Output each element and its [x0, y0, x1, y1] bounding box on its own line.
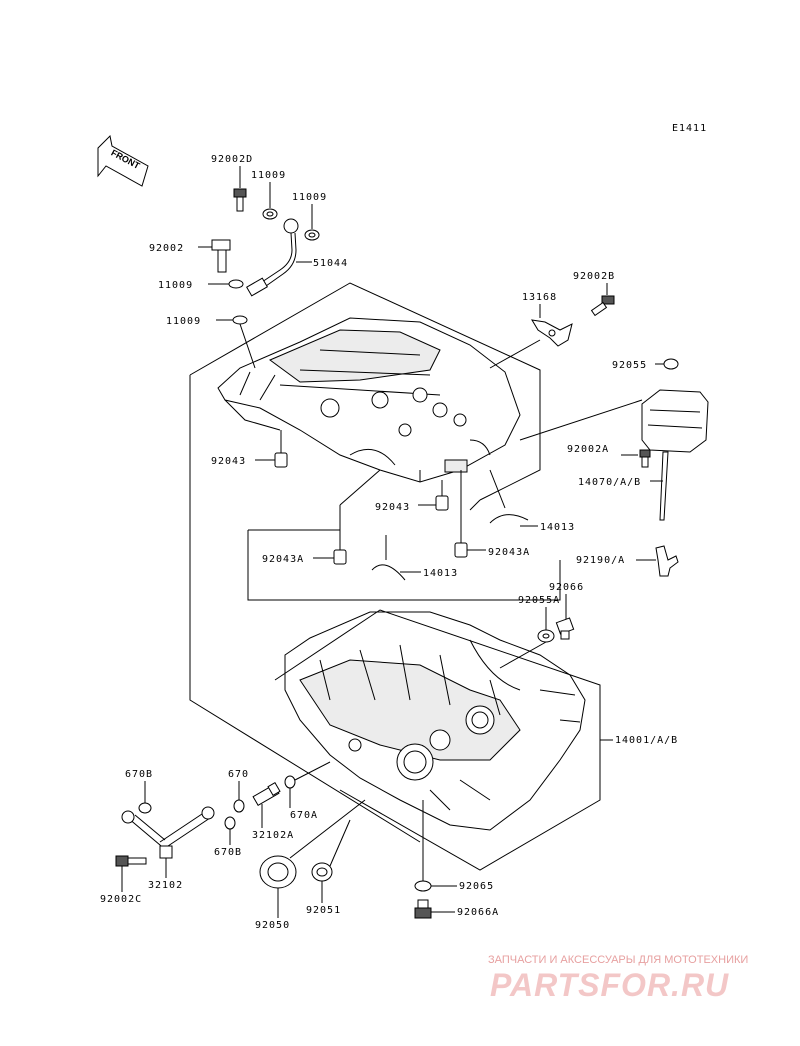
label-92002A: 92002A [567, 444, 609, 455]
label-670A: 670A [290, 810, 318, 821]
seal-92051-icon [311, 862, 333, 882]
bolt-92002A-icon [639, 449, 651, 468]
washer-11009-c-icon [228, 279, 244, 289]
label-92190: 92190/A [576, 555, 625, 566]
banjo-bolt-92002-icon [211, 239, 231, 273]
label-92002: 92002 [149, 243, 184, 254]
oring-670B-b-icon [224, 816, 236, 830]
label-11009-c: 11009 [158, 280, 193, 291]
bolt-92002B-icon [590, 295, 615, 317]
breather-cover-14070-icon [641, 389, 709, 521]
diagram-code: E1411 [672, 123, 707, 134]
label-670B-b: 670B [214, 847, 242, 858]
label-11009-d: 11009 [166, 316, 201, 327]
dowel-92043A-a-icon [333, 549, 347, 565]
label-670B-a: 670B [125, 769, 153, 780]
lower-crankcase-drawing [284, 611, 586, 831]
oring-92055-icon [663, 358, 679, 370]
plug-92066A-icon [414, 899, 432, 919]
plug-92066-icon [555, 617, 575, 640]
label-13168: 13168 [522, 292, 557, 303]
bracket-13168-icon [531, 319, 573, 347]
label-14013-a: 14013 [540, 522, 575, 533]
watermark-logo: PARTSFOR.RU [490, 967, 729, 1003]
label-32102: 32102 [148, 880, 183, 891]
label-92065: 92065 [459, 881, 494, 892]
label-92055A: 92055A [518, 595, 560, 606]
upper-crankcase-drawing [217, 317, 521, 483]
label-92043-b: 92043 [375, 502, 410, 513]
label-92002C: 92002C [100, 894, 142, 905]
label-92043A-a: 92043A [262, 554, 304, 565]
label-92051: 92051 [306, 905, 341, 916]
label-14013-b: 14013 [423, 568, 458, 579]
gasket-92065-icon [414, 880, 432, 892]
bolt-92002C-icon [115, 855, 147, 867]
pipe-32102-icon [121, 806, 215, 859]
washer-11009-b-icon [304, 229, 320, 241]
oring-92055A-icon [537, 629, 555, 643]
clip-14013-b-icon [371, 564, 406, 581]
dowel-92043-a-icon [274, 452, 288, 468]
upper-case-frame [189, 282, 541, 843]
dowel-92043A-b-icon [454, 542, 468, 558]
label-14070: 14070/A/B [578, 477, 641, 488]
label-92043A-b: 92043A [488, 547, 530, 558]
label-92066A: 92066A [457, 907, 499, 918]
label-14001: 14001/A/B [615, 735, 678, 746]
oring-670B-a-icon [138, 802, 152, 814]
label-92002D: 92002D [211, 154, 253, 165]
oring-670A-icon [284, 775, 296, 789]
label-92066: 92066 [549, 582, 584, 593]
watermark: ЗАПЧАСТИ И АКСЕССУАРЫ ДЛЯ МОТОТЕХНИКИ PA… [488, 954, 748, 1003]
label-92043-a: 92043 [211, 456, 246, 467]
bolt-92002D-icon [233, 188, 247, 212]
oring-670-icon [233, 799, 245, 813]
label-92050: 92050 [255, 920, 290, 931]
washer-11009-a-icon [262, 208, 278, 220]
front-arrow-icon: FRONT [97, 134, 149, 187]
label-32102A: 32102A [252, 830, 294, 841]
oil-pipe-51044-icon [246, 218, 299, 297]
watermark-tagline: ЗАПЧАСТИ И АКСЕССУАРЫ ДЛЯ МОТОТЕХНИКИ [488, 954, 748, 966]
label-92002B: 92002B [573, 271, 615, 282]
nipple-32102A-icon [252, 781, 281, 807]
clip-14013-a-icon [489, 514, 529, 524]
label-11009-b: 11009 [292, 192, 327, 203]
label-92055: 92055 [612, 360, 647, 371]
label-11009-a: 11009 [251, 170, 286, 181]
label-51044: 51044 [313, 258, 348, 269]
seal-92050-icon [259, 855, 297, 889]
dowel-92043-b-icon [435, 495, 449, 511]
label-670: 670 [228, 769, 249, 780]
hose-92190-icon [655, 545, 679, 577]
washer-11009-d-icon [232, 315, 248, 325]
